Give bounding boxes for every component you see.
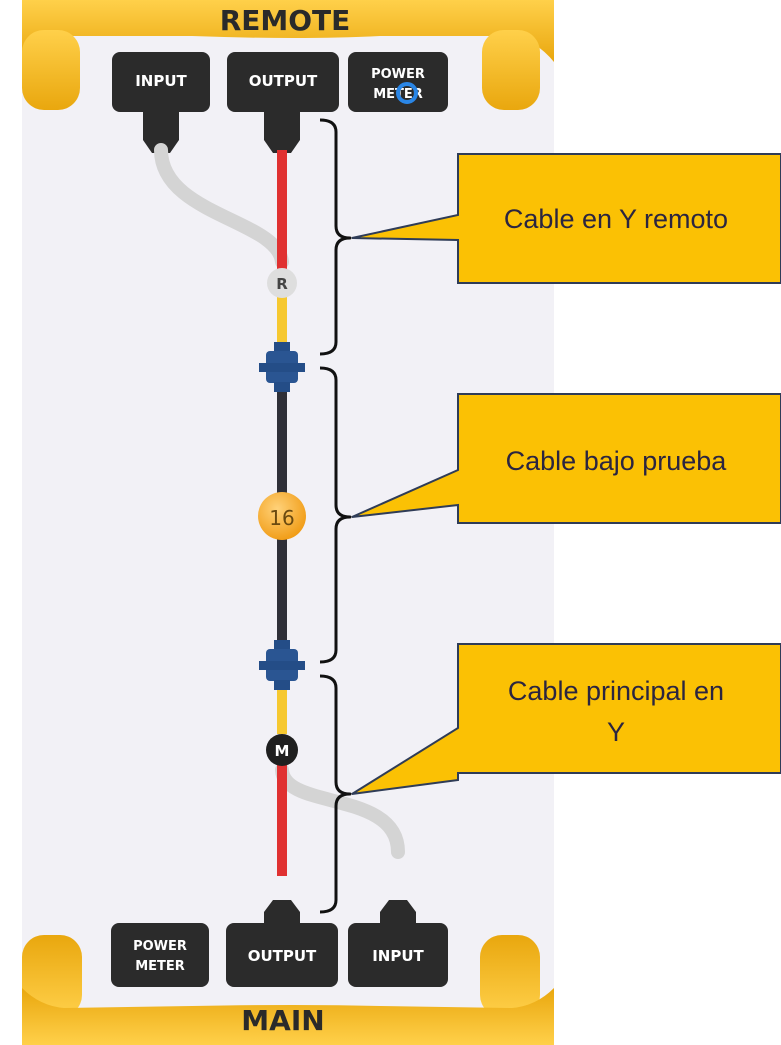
brace-main-y bbox=[319, 674, 352, 914]
callout-remote-y-text: Cable en Y remoto bbox=[504, 204, 728, 234]
main-port-output[interactable]: OUTPUT bbox=[226, 900, 338, 987]
remote-port-input[interactable]: INPUT bbox=[112, 52, 210, 153]
callout-cable-under-test-text: Cable bajo prueba bbox=[506, 446, 728, 476]
remote-grey-cable bbox=[154, 143, 289, 269]
remote-power-meter-label-1: POWER bbox=[371, 67, 425, 82]
remote-port-output-label: OUTPUT bbox=[249, 72, 318, 90]
main-unit: MAIN bbox=[22, 935, 554, 1045]
callout-main-y: Cable principal en Y bbox=[351, 643, 781, 795]
remote-title: REMOTE bbox=[220, 4, 351, 37]
remote-left-bumper bbox=[22, 30, 80, 110]
remote-right-bumper bbox=[482, 30, 540, 110]
main-port-power-meter[interactable]: POWER METER bbox=[111, 923, 209, 987]
remote-body bbox=[22, 0, 554, 62]
main-port-input[interactable]: INPUT bbox=[348, 900, 448, 987]
main-title: MAIN bbox=[241, 1004, 324, 1037]
callout-main-y-text-2: Y bbox=[607, 717, 625, 747]
brace-cable-under-test bbox=[319, 366, 352, 664]
main-power-meter-label-2: METER bbox=[135, 959, 185, 974]
main-marker-label: M bbox=[275, 742, 290, 760]
main-port-input-label: INPUT bbox=[372, 947, 424, 965]
main-right-bumper bbox=[480, 935, 540, 1017]
callout-cable-under-test: Cable bajo prueba bbox=[351, 393, 781, 524]
remote-port-power-meter[interactable]: POWER METER bbox=[348, 52, 448, 112]
remote-unit: REMOTE bbox=[22, 0, 554, 110]
callout-remote-y: Cable en Y remoto bbox=[351, 153, 781, 284]
main-grey-cable bbox=[275, 763, 405, 859]
bottom-coupler bbox=[259, 640, 305, 690]
main-body bbox=[22, 988, 554, 1045]
braces bbox=[319, 118, 352, 914]
touch-indicator-icon bbox=[396, 82, 418, 104]
callout-main-y-text-1: Cable principal en bbox=[508, 676, 724, 706]
brace-remote-y bbox=[319, 118, 352, 356]
cable-under-test-badge-label: 16 bbox=[269, 506, 294, 530]
remote-port-output[interactable]: OUTPUT bbox=[227, 52, 339, 153]
main-power-meter-label-1: POWER bbox=[133, 939, 187, 954]
cable-under-test-badge: 16 bbox=[258, 492, 306, 540]
remote-input-connector bbox=[143, 112, 179, 153]
remote-output-connector bbox=[264, 112, 300, 153]
remote-y-marker: R bbox=[267, 268, 297, 298]
top-coupler bbox=[259, 342, 305, 392]
main-left-bumper bbox=[22, 935, 82, 1017]
main-y-marker: M bbox=[266, 734, 298, 766]
remote-port-input-label: INPUT bbox=[135, 72, 187, 90]
remote-marker-label: R bbox=[276, 275, 288, 293]
main-port-output-label: OUTPUT bbox=[248, 947, 317, 965]
